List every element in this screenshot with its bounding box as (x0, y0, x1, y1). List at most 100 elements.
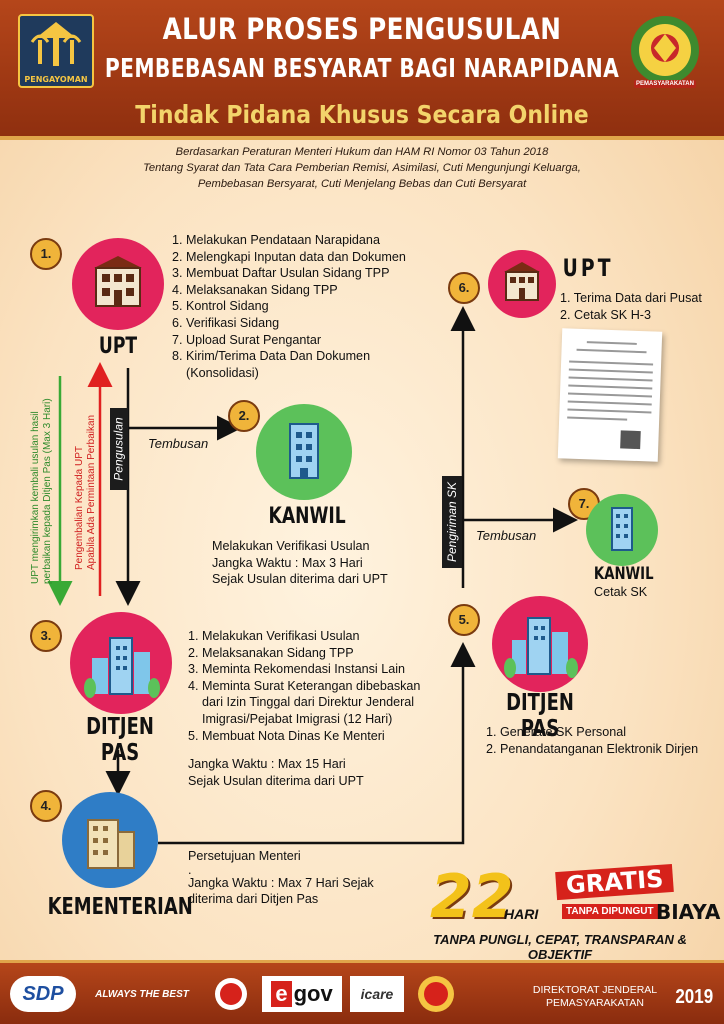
egov-e: e (271, 981, 292, 1007)
building-icon (504, 262, 540, 301)
step-7-sub: Cetak SK (594, 585, 648, 599)
regulation-text: Berdasarkan Peraturan Menteri Hukum dan … (0, 144, 724, 192)
green-note: UPT mengirimkan kembali usulan hasil per… (30, 398, 54, 584)
title-line-3: Tindak Pidana Khusus Secara Online (135, 100, 589, 129)
step-3-name: DITJEN PAS (86, 714, 154, 766)
gratis-badge: GRATIS TANPA DIPUNGUT BIAYA (548, 863, 720, 928)
step-4-text: Persetujuan Menteri . Jangka Waktu : Max… (188, 848, 428, 908)
red-note-line-2: Apabila Ada Permintaan Perbaikan (86, 414, 97, 570)
step-2-text: Melakukan Verifikasi Usulan Jangka Waktu… (212, 538, 442, 588)
step-5-item-1: 1. Generate SK Personal (486, 725, 627, 739)
biaya-text: BIAYA (656, 900, 721, 924)
always-best-text: ALWAYS THE BEST (95, 988, 189, 1000)
step-4-name: KEMENTERIAN (47, 894, 193, 920)
red-note-line-1: Pengembalian Kepada UPT (74, 446, 85, 570)
step-5-name: DITJEN PAS (506, 690, 574, 742)
upt-building-circle (72, 238, 164, 330)
ditjen-circle-1 (70, 612, 172, 714)
step-3-time-1: Jangka Waktu : Max 15 Hari (188, 757, 346, 772)
green-note-line-2: perbaikan kepada Ditjen Pas (Max 3 Hari) (42, 398, 53, 584)
days-badge: 22 HARI (430, 862, 546, 934)
pengiriman-text: Pengiriman SK (445, 481, 460, 563)
pasti-badge-icon (215, 978, 247, 1010)
step-1-item-6: 6. Verifikasi Sidang (172, 315, 280, 330)
step-7-name: KANWIL (593, 564, 654, 584)
wbk-logo (412, 976, 460, 1012)
days-number: 22 (430, 862, 514, 932)
regulation-line-3: Pembebasan Bersyarat, Cuti Menjelang Beb… (197, 178, 527, 190)
org-name: DIREKTORAT JENDERAL PEMASYARAKATAN (520, 984, 670, 1010)
days-hari: HARI (504, 906, 539, 922)
step-3-item-5: 5. Membuat Nota Dinas Ke Menteri (188, 728, 385, 743)
tanpa-text: TANPA DIPUNGUT (562, 904, 658, 919)
step-1-item-8b: (Konsolidasi) (186, 365, 259, 380)
step-2-name: KANWIL (268, 504, 346, 529)
gratis-text: GRATIS (555, 863, 675, 901)
step-6-item-1: 1. Terima Data dari Pusat (560, 291, 702, 305)
header-banner (0, 0, 724, 140)
pemasyarakatan-emblem-icon (631, 16, 699, 84)
title-line-2: PEMBEBASAN BESYARAT BAGI NARAPIDANA (104, 54, 620, 84)
step-3-number: 3. (30, 620, 62, 652)
step-6-number: 6. (448, 272, 480, 304)
icare-logo: icare (350, 976, 404, 1012)
step-1-item-7: 7. Upload Surat Pengantar (172, 332, 322, 347)
always-best-logo: ALWAYS THE BEST (84, 976, 200, 1012)
slogan: TANPA PUNGLI, CEPAT, TRANSPARAN & OBJEKT… (433, 932, 687, 962)
step-5-item-2: 2. Penandatanganan Elektronik Dirjen (486, 741, 699, 756)
step-1-name: UPT (98, 334, 138, 359)
pengusulan-text: Pengusulan (112, 417, 127, 481)
step-4-dot: . (188, 862, 192, 877)
sk-document-image (557, 328, 663, 462)
regulation-line-2: Tentang Syarat dan Tata Cara Pemberian R… (143, 162, 581, 174)
step-2-line-1: Melakukan Verifikasi Usulan (212, 539, 370, 553)
step-3-item-1: 1. Melakukan Verifikasi Usulan (188, 629, 360, 643)
tembusan-label-1: Tembusan (148, 436, 209, 451)
upt-circle-2 (488, 250, 556, 318)
step-5-list: 1. Generate SK Personal 2. Penandatangan… (486, 724, 716, 757)
step-4-time-2: diterima dari Ditjen Pas (188, 892, 319, 907)
kanwil-circle (256, 404, 352, 500)
pengusulan-label: Pengusulan (110, 408, 128, 490)
tembusan-label-2: Tembusan (476, 528, 537, 543)
logo-right-label: PEMASYARAKATAN (634, 80, 696, 88)
step-3-item-4: 4. Meminta Surat Keterangan dibebaskan (188, 678, 421, 693)
step-1-list: 1. Melakukan Pendataan Narapidana 2. Mel… (172, 232, 432, 381)
step-6-item-2: 2. Cetak SK H-3 (560, 307, 651, 322)
regulation-line-1: Berdasarkan Peraturan Menteri Hukum dan … (175, 146, 549, 158)
city-buildings-icon (504, 617, 578, 678)
step-3-list: 1. Melakukan Verifikasi Usulan 2. Melaks… (188, 628, 468, 789)
org-line-1: DIREKTORAT JENDERAL (532, 984, 658, 996)
step-3-item-2: 2. Melaksanakan Sidang TPP (188, 645, 354, 660)
step-1-item-1: 1. Melakukan Pendataan Narapidana (172, 233, 380, 247)
step-3-time-2: Sejak Usulan diterima dari UPT (188, 773, 364, 788)
step-4-time-1: Jangka Waktu : Max 7 Hari Sejak (188, 875, 374, 890)
step-1-item-3: 3. Membuat Daftar Usulan Sidang TPP (172, 266, 390, 281)
step-3-item-3: 3. Meminta Rekomendasi Instansi Lain (188, 662, 406, 677)
green-note-line-1: UPT mengirimkan kembali usulan hasil (30, 411, 41, 584)
step-2-number: 2. (228, 400, 260, 432)
step-1-item-5: 5. Kontrol Sidang (172, 299, 269, 314)
ministry-building-icon (87, 819, 135, 869)
qr-code-icon (620, 430, 641, 450)
step-1-item-8: 8. Kirim/Terima Data Dan Dokumen (172, 349, 371, 364)
step-1-item-4: 4. Melaksanakan Sidang TPP (172, 282, 338, 297)
step-1-number: 1. (30, 238, 62, 270)
step-2-line-2: Jangka Waktu : Max 3 Hari (212, 555, 363, 570)
red-note: Pengembalian Kepada UPT Apabila Ada Perm… (74, 415, 98, 570)
office-tower-icon (611, 507, 633, 551)
logo-left-label: PENGAYOMAN (24, 75, 88, 84)
office-tower-icon (289, 423, 319, 479)
step-2-line-3: Sejak Usulan diterima dari UPT (212, 572, 388, 587)
kementerian-circle (62, 792, 158, 888)
icare-text: icare (360, 986, 394, 1002)
egov-logo: e gov (262, 976, 342, 1012)
egov-text: gov (293, 981, 333, 1006)
pemasyarakatan-logo: PEMASYARAKATAN (624, 12, 706, 92)
pengiriman-label: Pengiriman SK (442, 476, 462, 568)
tree-emblem-icon (30, 22, 82, 66)
spacer (188, 744, 468, 756)
ditjen-circle-2 (492, 596, 588, 692)
step-6-name: UPT (562, 254, 614, 282)
